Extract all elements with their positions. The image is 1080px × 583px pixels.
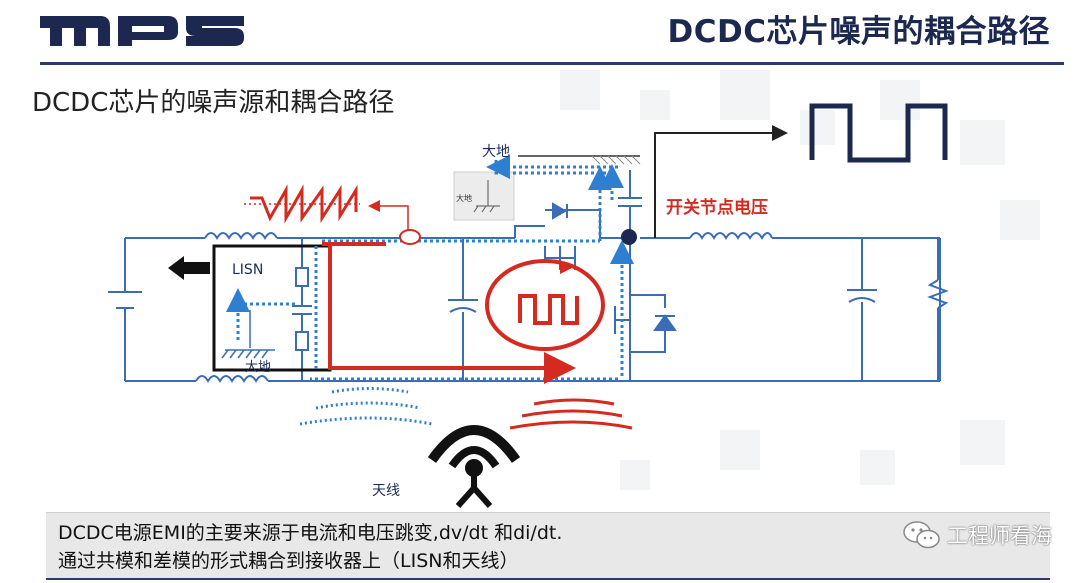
caption-line-1: DCDC电源EMI的主要来源于电流和电压跳变,dv/dt 和di/dt. (58, 522, 563, 544)
lisn-arrow (168, 256, 210, 280)
caption-line-2: 通过共模和差模的形式耦合到接收器上（LISN和天线） (58, 550, 519, 572)
header-divider (40, 62, 1064, 65)
noise-source-sawtooth (244, 184, 421, 245)
switch-node-dot (621, 229, 637, 245)
page-title: DCDC芯片噪声的耦合路径 (667, 14, 1050, 50)
common-mode-path (226, 155, 634, 381)
inset-ground-label: 大地 (456, 194, 472, 203)
bottom-divider (46, 578, 1050, 580)
ground-small-inset (221, 310, 275, 359)
ground-label-lisn: 大地 (245, 360, 272, 375)
ground-top (518, 155, 641, 165)
ground-label-top: 大地 (482, 144, 510, 160)
square-wave-large (809, 103, 948, 163)
switch-node-output-arrow (654, 125, 788, 238)
section-subtitle: DCDC芯片的噪声源和耦合路径 (32, 88, 395, 118)
lisn-label: LISN (232, 262, 264, 278)
watermark: 工程师看海 (903, 520, 1052, 550)
antenna-icon (427, 425, 521, 508)
mps-logo (40, 16, 244, 46)
wechat-icon (903, 521, 940, 549)
switch-node-voltage-label: 开关节点电压 (666, 198, 768, 218)
circuit-wires (108, 170, 949, 383)
radiated-emission-blue (299, 387, 433, 426)
watermark-text: 工程师看海 (947, 524, 1052, 548)
ground-inset-image (453, 171, 515, 221)
caption-box (46, 512, 1050, 579)
radiated-emission-red (509, 398, 633, 430)
differential-mode-path (322, 242, 605, 384)
antenna-label: 天线 (372, 483, 400, 499)
